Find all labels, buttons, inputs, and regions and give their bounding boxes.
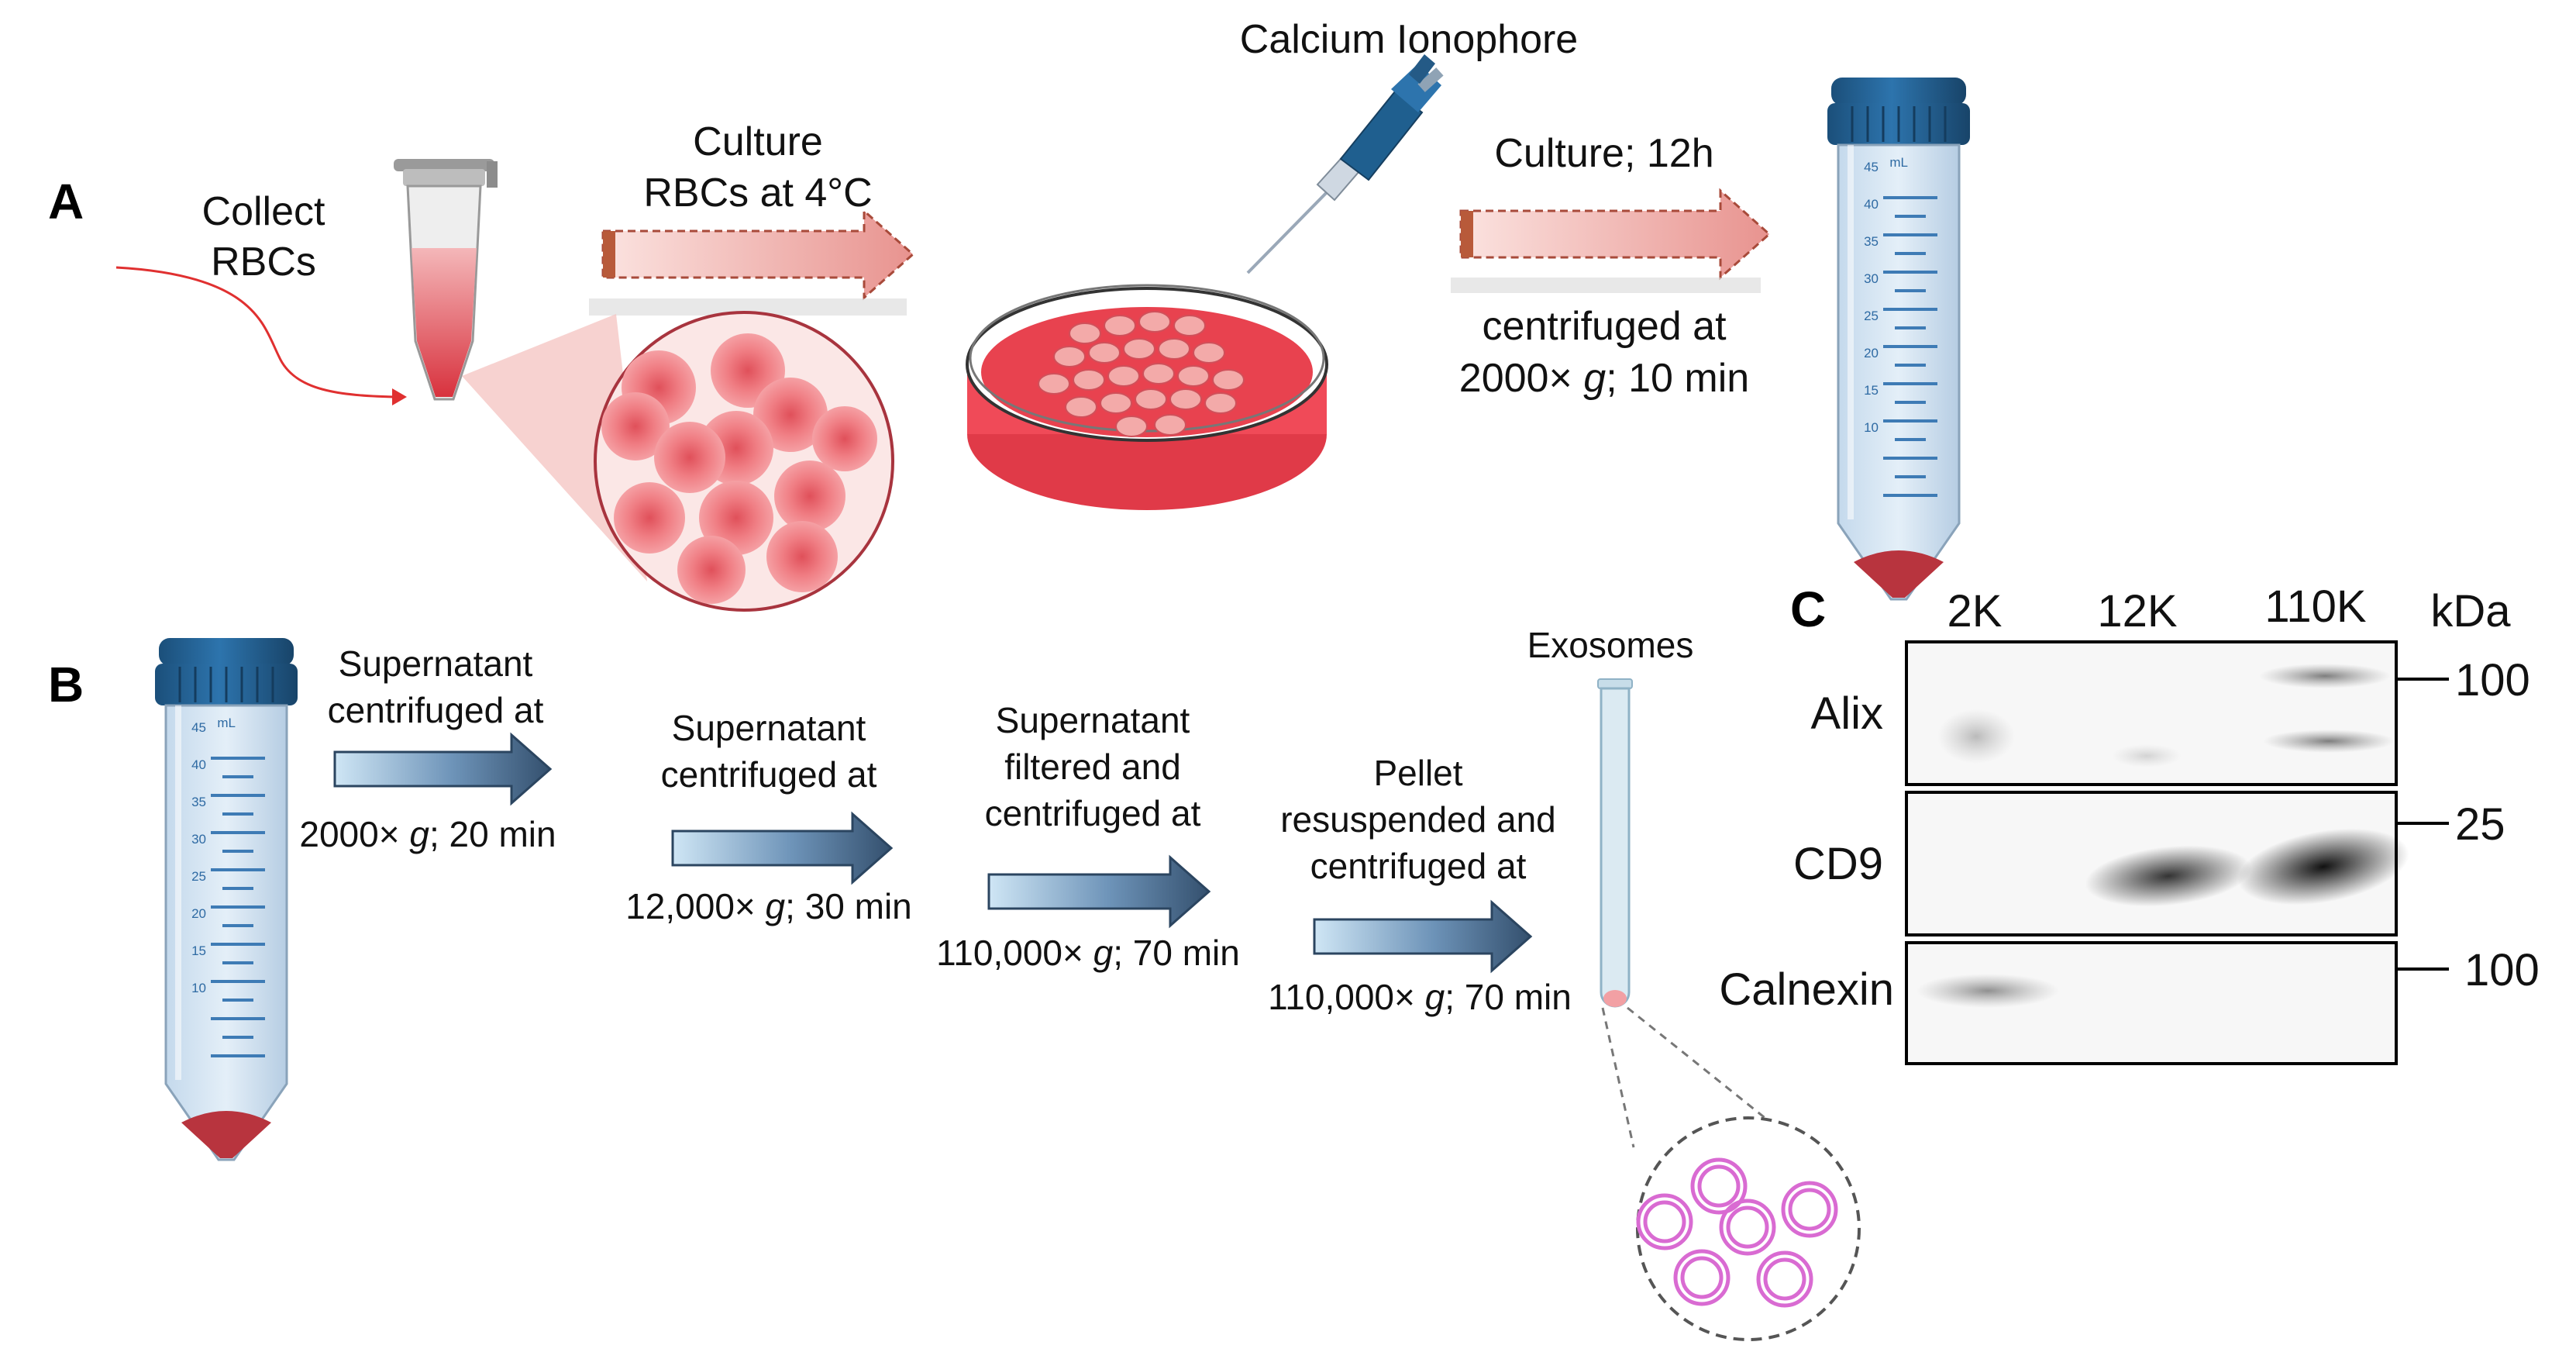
svg-text:40: 40 [191, 757, 206, 772]
culture-label-line1: Culture [693, 119, 823, 164]
blot-calnexin-box [1905, 941, 2398, 1065]
kda-unit-label: kDa [2430, 586, 2511, 636]
panel-label-b: B [48, 657, 84, 712]
svg-text:10: 10 [1864, 420, 1879, 435]
svg-text:15: 15 [191, 943, 206, 958]
svg-text:15: 15 [1864, 383, 1879, 398]
falcon-b-scale: mL 45 40 35 30 25 20 15 10 [191, 716, 236, 995]
step3-label-line1: Supernatant [996, 700, 1190, 740]
calcium-ionophore-label: Calcium Ionophore [1240, 17, 1578, 62]
step1-label-line1: Supernatant [339, 643, 533, 684]
svg-text:20: 20 [1864, 346, 1879, 360]
exosomes-label: Exosomes [1527, 625, 1694, 665]
culture-4c-arrow [589, 208, 915, 316]
step2-label-line1: Supernatant [672, 708, 866, 748]
blot-alix-band-2k [1937, 709, 2015, 764]
centrifuge-a-line1: centrifuged at [1482, 304, 1727, 349]
svg-text:45: 45 [191, 720, 206, 735]
svg-text:20: 20 [191, 906, 206, 921]
step4-label-line3: centrifuged at [1310, 846, 1527, 886]
step3-condition: 110,000× g; 70 min [936, 933, 1240, 973]
svg-text:35: 35 [191, 795, 206, 809]
svg-text:25: 25 [191, 869, 206, 884]
step3-label-line2: filtered and [1004, 747, 1181, 787]
lane-label-12k: 12K [2097, 586, 2178, 636]
step4-arrow [1313, 899, 1533, 974]
collect-rbcs-label-line1: Collect [202, 189, 325, 234]
collect-curve-arrow [115, 266, 394, 398]
step3-arrow [987, 854, 1211, 929]
step3-label-line3: centrifuged at [985, 793, 1201, 833]
row-label-alix: Alix [1811, 688, 1883, 739]
blot-alix-band-110k-lower [2263, 730, 2395, 753]
step1-label-line2: centrifuged at [328, 690, 544, 730]
svg-text:30: 30 [1864, 271, 1879, 286]
step4-label-line2: resuspended and [1280, 799, 1556, 840]
step2-condition: 12,000× g; 30 min [625, 886, 912, 926]
svg-text:35: 35 [1864, 234, 1879, 249]
step2-label-line2: centrifuged at [661, 754, 877, 795]
culture-12h-label: Culture; 12h [1494, 131, 1713, 176]
blot-alix-band-12k [2112, 744, 2182, 767]
petri-dish [966, 284, 1328, 510]
step4-label-line1: Pellet [1373, 753, 1462, 793]
svg-text:10: 10 [191, 981, 206, 995]
svg-text:mL: mL [217, 716, 236, 730]
collect-rbcs-label-line2: RBCs [211, 240, 316, 285]
row-label-calnexin: Calnexin [1719, 964, 1894, 1015]
blot-cd9-band-12k [2085, 845, 2252, 907]
rbc-zoom-circle [594, 311, 894, 612]
marker-label-calnexin: 100 [2464, 945, 2540, 995]
svg-text:mL: mL [1889, 155, 1908, 170]
exosome-zoom-circle [1636, 1116, 1861, 1341]
svg-text:45: 45 [1864, 160, 1879, 174]
exosome-test-tube [1597, 678, 1633, 1008]
panel-label-a: A [48, 174, 84, 229]
blot-calnexin-band-2k [1917, 974, 2059, 1008]
centrifuge-a-line2: 2000× g; 10 min [1459, 356, 1749, 401]
falcon-a-scale: mL 45 40 35 30 25 20 15 10 [1864, 155, 1908, 435]
culture-12h-arrow [1451, 188, 1772, 293]
svg-text:40: 40 [1864, 197, 1879, 212]
step1-arrow [333, 732, 553, 806]
svg-text:25: 25 [1864, 309, 1879, 323]
step2-arrow [671, 811, 894, 885]
lane-label-2k: 2K [1947, 586, 2003, 636]
culture-label-line2: RBCs at 4°C [643, 171, 872, 216]
blot-alix-band-110k-upper [2259, 664, 2391, 688]
marker-label-cd9: 25 [2455, 799, 2505, 850]
pipette-icon [1246, 54, 1444, 274]
svg-text:30: 30 [191, 832, 206, 847]
eppendorf-tube [394, 159, 498, 401]
blot-cd9-band-110k [2237, 828, 2409, 905]
lane-label-110k: 110K [2264, 581, 2366, 632]
panel-label-c: C [1790, 581, 1826, 637]
row-label-cd9: CD9 [1793, 839, 1883, 889]
collect-arrowhead [392, 388, 407, 405]
step1-condition: 2000× g; 20 min [299, 814, 556, 854]
exosome-zoom-line-left [1601, 1007, 1635, 1148]
step4-condition: 110,000× g; 70 min [1268, 977, 1572, 1017]
rbc-zoom-cone [462, 314, 647, 581]
marker-label-alix: 100 [2455, 655, 2530, 705]
